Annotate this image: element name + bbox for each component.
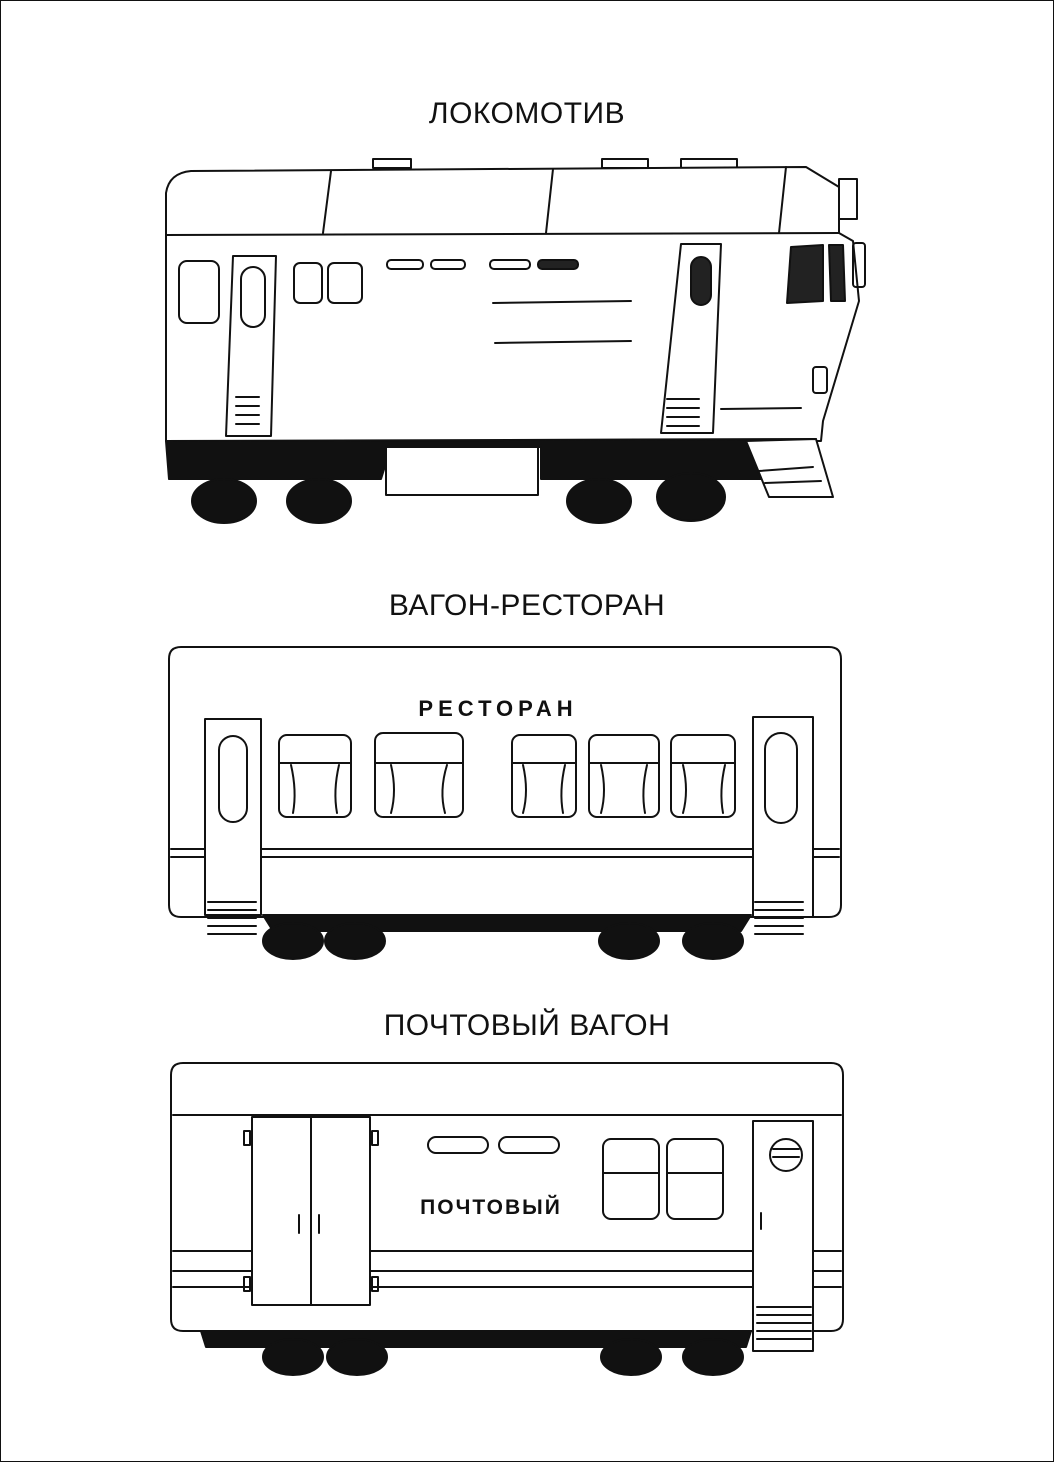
wheel (682, 922, 744, 960)
door-hinge (243, 1130, 251, 1146)
vent (537, 259, 579, 270)
wheel (262, 922, 324, 960)
door-window (764, 732, 798, 824)
wheels (191, 472, 726, 524)
fuel-tank (385, 446, 539, 496)
wheel (656, 472, 726, 522)
dining-car-title: ВАГОН-РЕСТОРАН (388, 589, 666, 622)
vent (430, 259, 466, 270)
door (752, 1120, 814, 1352)
locomotive-drawing (165, 158, 866, 524)
window (293, 262, 323, 304)
dining-car-drawing: РЕСТОРАН (168, 646, 842, 960)
cab-window (828, 244, 846, 302)
wheel (600, 1338, 662, 1376)
door (660, 243, 722, 434)
restaurant-sign: РЕСТОРАН (418, 696, 577, 721)
vent (427, 1136, 489, 1154)
vent (498, 1136, 560, 1154)
wheel (598, 922, 660, 960)
wheel (324, 922, 386, 960)
door-hinge (371, 1130, 379, 1146)
cab-window (786, 244, 824, 304)
car-body (168, 646, 842, 918)
wheel (191, 478, 257, 524)
front-lamp (838, 178, 858, 220)
door-window (690, 256, 712, 306)
window (588, 734, 660, 818)
wheels (262, 1338, 744, 1376)
door (204, 718, 262, 916)
door (752, 716, 814, 918)
locomotive-body (165, 166, 860, 442)
door-window (218, 735, 248, 823)
window (602, 1138, 660, 1220)
window (670, 734, 736, 818)
wheel (262, 1338, 324, 1376)
porthole (769, 1138, 803, 1172)
window (511, 734, 577, 818)
door (225, 255, 277, 437)
window (374, 732, 464, 818)
door-hinge (371, 1276, 379, 1292)
window (178, 260, 220, 324)
wheel (286, 478, 352, 524)
door-hinge (243, 1276, 251, 1292)
mail-car-drawing: ПОЧТОВЫЙ (170, 1062, 844, 1376)
window (666, 1138, 724, 1220)
window (278, 734, 352, 818)
vent (386, 259, 424, 270)
roof-vent (601, 158, 649, 169)
mirror (852, 242, 866, 288)
wheel (682, 1338, 744, 1376)
curtained-windows (278, 732, 736, 818)
locomotive-title: ЛОКОМОТИВ (428, 97, 626, 130)
door-window (240, 266, 266, 328)
vent (489, 259, 531, 270)
wheel (566, 478, 632, 524)
mail-sign: ПОЧТОВЫЙ (420, 1195, 562, 1219)
mail-car-title: ПОЧТОВЫЙ ВАГОН (383, 1009, 671, 1042)
headlight (812, 366, 828, 394)
wheel (326, 1338, 388, 1376)
wheels (262, 922, 744, 960)
roof-vent (372, 158, 412, 169)
window (327, 262, 363, 304)
